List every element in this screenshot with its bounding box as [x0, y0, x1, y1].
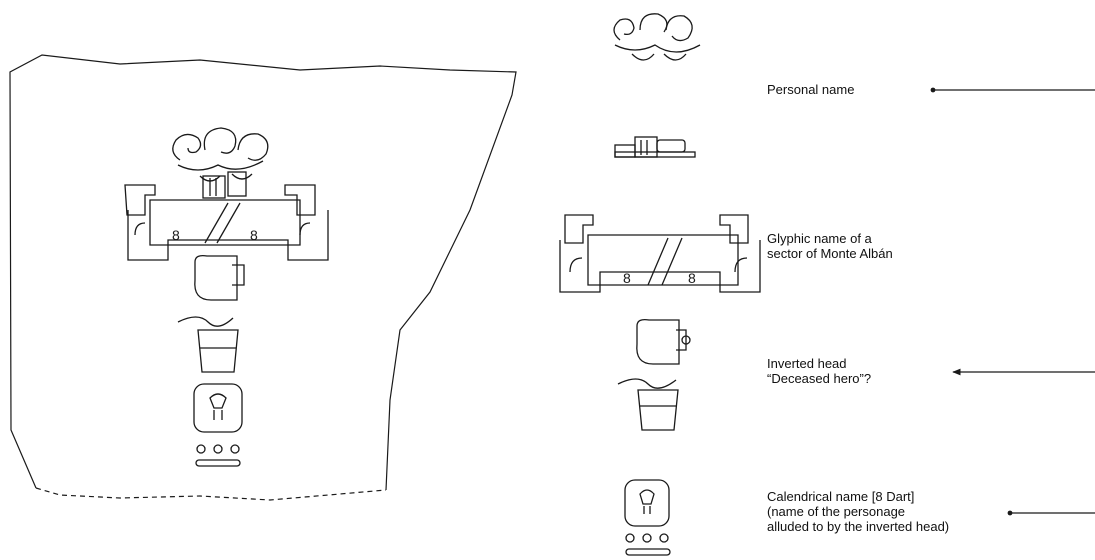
- calendar-8-dart-glyph: [624, 479, 671, 556]
- svg-text:8: 8: [172, 227, 180, 243]
- inverted-head-glyph: [617, 318, 691, 431]
- slab-glyph-group: 8 8: [124, 127, 329, 467]
- headband-glyph: [614, 136, 696, 158]
- leader-lines: [930, 87, 1095, 516]
- slab-scroll-glyph: [172, 127, 269, 182]
- slab-sector-glyph: 8 8: [124, 184, 329, 261]
- slab-calendar-glyph: [193, 383, 243, 467]
- svg-text:8: 8: [623, 270, 631, 286]
- svg-text:8: 8: [250, 227, 258, 243]
- inverted-head-label: Inverted head “Deceased hero”?: [767, 356, 872, 386]
- slab-headdress: [202, 175, 226, 199]
- stone-slab-outline: [9, 54, 517, 501]
- sector-name-label: Glyphic name of a sector of Monte Albán: [767, 231, 893, 261]
- slab-inverted-head: [177, 254, 245, 373]
- svg-text:8: 8: [688, 270, 696, 286]
- personal-name-label: Personal name: [767, 82, 855, 97]
- calendrical-name-label: Calendrical name [8 Dart] (name of the p…: [767, 489, 950, 534]
- separated-glyphs: 8 8: [559, 13, 761, 556]
- sector-platform-glyph: 8 8: [559, 214, 761, 293]
- scroll-cloud-glyph: [613, 13, 701, 61]
